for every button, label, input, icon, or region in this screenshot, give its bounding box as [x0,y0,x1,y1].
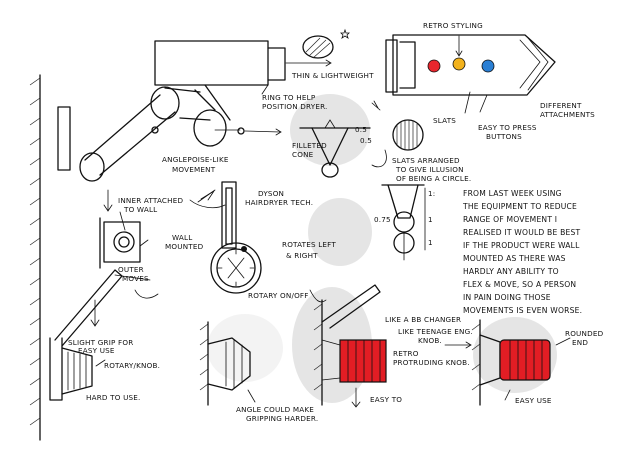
label-ring-help-2: POSITION DRYER. [262,102,328,111]
label-retro-prot-2: PROTRUDING KNOB. [393,358,470,367]
label-slats-arranged-3: OF BEING A CIRCLE. [396,174,471,183]
label-dyson-1: DYSON [258,189,284,198]
annotation-labels: RETRO STYLING THIN & LIGHTWEIGHT RING TO… [68,21,604,423]
red-knob-body-1 [339,339,387,383]
label-angle-2: GRIPPING HARDER. [246,414,318,423]
label-hard-to-use: HARD TO USE. [86,393,141,402]
red-knob-sketch-1 [313,284,387,408]
label-anglepoise-2: MOVEMENT [172,165,216,174]
dryer-tube-sketch [154,28,350,95]
label-angle-1: ANGLE COULD MAKE [236,405,314,414]
label-like-bb: LIKE A BB CHANGER [385,315,461,324]
note-line-7: HARDLY ANY ABILITY TO [463,267,559,276]
label-dim-05b: 0.5 [360,136,372,145]
label-wall-1: WALL [172,233,192,242]
note-line-1: FROM LAST WEEK USING [463,189,562,198]
label-filleted-2: CONE [292,150,314,159]
red-knob-sketch-2 [471,319,571,406]
label-outer-1: OUTER [118,265,144,274]
anglepoise-arm-sketch [57,84,282,182]
label-slats-arranged-2: TO GIVE ILLUSION [395,165,464,174]
side-profile-dimension-sketch [381,184,426,261]
label-dim-1c: 1 [428,238,433,247]
note-line-4: REALISED IT WOULD BE BEST [463,228,580,237]
note-line-6: MOUNTED AS THERE WAS [463,254,566,263]
blue-button [481,59,495,73]
label-dim-075: 0.75 [374,215,391,224]
red-button [427,59,441,73]
label-dim-1: 1: [428,189,435,198]
note-line-8: FLEX & MOVE, SO A PERSON [463,280,576,289]
cone-knob-sketch [199,321,256,406]
label-slats-arranged-1: SLATS ARRANGED [392,156,460,165]
label-slats: SLATS [433,116,456,125]
label-thin-lightweight: THIN & LIGHTWEIGHT [291,71,374,80]
note-line-9: IN PAIN DOING THOSE [463,293,551,302]
retro-dryer-body-sketch [385,34,556,114]
label-rounded-2: END [572,338,588,347]
label-inner-2: TO WALL [123,205,157,214]
label-dim-1b: 1 [428,215,433,224]
annotation-arrows [134,149,472,349]
label-ring-help-1: RING TO HELP [262,93,316,102]
label-rotates-1: ROTATES LEFT [282,240,336,249]
label-different-2: ATTACHMENTS [540,110,595,119]
label-rotary-knob: ROTARY/KNOB. [104,361,160,370]
label-easy-use: EASY USE [515,396,552,405]
label-easy-to: EASY TO [370,395,402,404]
label-slight-grip-2: EASY USE [78,346,115,355]
label-wall-2: MOUNTED [165,242,204,251]
label-slight-grip-1: SLIGHT GRIP FOR [68,338,133,347]
note-line-2: THE EQUIPMENT TO REDUCE [462,202,577,211]
dyson-ring-sketch [197,181,262,294]
label-like-teen-2: KNOB. [418,336,442,345]
label-rounded-1: ROUNDED [565,329,604,338]
wall-hatching-left [29,74,41,441]
design-note-paragraph: FROM LAST WEEK USING THE EQUIPMENT TO RE… [462,189,582,315]
inner-outer-mount-sketch [99,189,149,269]
label-like-teen-1: LIKE TEENAGE ENG. [398,327,473,336]
label-rotates-2: & RIGHT [286,251,318,260]
label-anglepoise-1: ANGLEPOISE-LIKE [162,155,229,164]
label-easy-press-1: EASY TO PRESS [478,123,537,132]
note-line-5: IF THE PRODUCT WERE WALL [463,241,580,250]
label-different-1: DIFFERENT [540,101,582,110]
label-retro-styling: RETRO STYLING [423,21,483,30]
slats-circle-sketch [371,100,424,151]
note-line-3: RANGE OF MOVEMENT I [463,215,557,224]
filleted-cone-sketch [299,119,371,178]
label-dyson-2: HAIRDRYER TECH. [245,198,313,207]
label-filleted-1: FILLETED [292,141,327,150]
note-line-10: MOVEMENTS IS EVEN WORSE. [463,306,582,315]
rotary-knob-sketch-1 [49,269,151,401]
label-outer-2: MOVES [122,274,149,283]
label-dim-05: 0.5 [355,125,367,134]
label-inner-1: INNER ATTACHED [118,196,184,205]
label-retro-prot-1: RETRO [393,349,419,358]
red-knob-body-2 [499,339,551,381]
label-easy-press-2: BUTTONS [486,132,522,141]
yellow-button [452,57,466,71]
label-rotary-onoff: ROTARY ON/OFF [248,291,309,300]
